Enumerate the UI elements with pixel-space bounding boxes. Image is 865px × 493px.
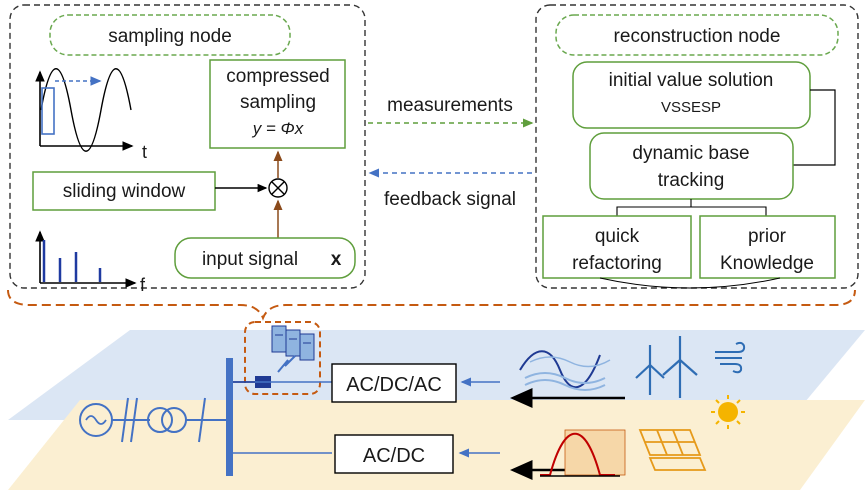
sliding-window-box bbox=[32, 171, 216, 211]
sampling-node-panel bbox=[9, 4, 366, 289]
measurements-label: measurements bbox=[387, 95, 513, 116]
wireless-bolt-icon bbox=[277, 355, 296, 373]
sampling-node-title: sampling node bbox=[108, 26, 232, 47]
converter-top-label: AC/DC/AC bbox=[346, 374, 442, 396]
sampling-equation: y = Φx bbox=[252, 119, 304, 138]
initial-value-line1: initial value solution bbox=[609, 70, 774, 91]
multiplier-symbol bbox=[268, 178, 288, 198]
server-icon bbox=[271, 325, 315, 361]
bus-bar bbox=[226, 358, 233, 476]
prior-line1: prior bbox=[748, 226, 787, 247]
zoom-bracket bbox=[7, 289, 856, 321]
reconstruction-node-title-box bbox=[555, 14, 839, 56]
input-signal-symbol: x bbox=[331, 249, 342, 270]
tree-connector-right bbox=[691, 206, 767, 216]
wind-wave-icon bbox=[519, 350, 611, 391]
time-signal-plot: t bbox=[35, 68, 147, 162]
reconstruction-node-panel bbox=[535, 4, 859, 289]
transformer-icon bbox=[112, 397, 226, 443]
feedback-loop-line bbox=[793, 89, 836, 166]
input-signal-label: input signal bbox=[202, 249, 298, 270]
input-signal-box bbox=[174, 237, 356, 279]
spectrum-plot: f bbox=[35, 230, 146, 295]
solar-curve-icon bbox=[540, 429, 626, 477]
compressed-sampling-line1: compressed bbox=[226, 66, 330, 87]
prior-knowledge-box bbox=[699, 215, 836, 279]
boxes-link-curve bbox=[599, 277, 781, 289]
reconstruction-node-title: reconstruction node bbox=[614, 26, 781, 47]
initial-value-box bbox=[572, 61, 811, 129]
feedback-label: feedback signal bbox=[384, 189, 516, 210]
sampling-node-title-box bbox=[49, 14, 291, 56]
quick-line1: quick bbox=[595, 226, 640, 247]
axis-t-label: t bbox=[142, 142, 147, 162]
sun-icon bbox=[711, 395, 745, 429]
dynamic-base-line2: tracking bbox=[658, 170, 725, 191]
wind-turbine-icon bbox=[635, 336, 698, 398]
tree-connector bbox=[616, 199, 692, 216]
wind-gust-icon bbox=[715, 341, 746, 374]
sliding-window-label: sliding window bbox=[63, 181, 186, 202]
compressed-sampling-box bbox=[209, 59, 346, 149]
dynamic-base-line1: dynamic base bbox=[632, 143, 749, 164]
prior-line2: Knowledge bbox=[720, 253, 814, 274]
compressed-sampling-line2: sampling bbox=[240, 92, 316, 113]
initial-value-line2: VSSESP bbox=[661, 99, 721, 116]
solar-panel-icon bbox=[638, 429, 707, 471]
quick-line2: refactoring bbox=[572, 253, 662, 274]
quick-refactoring-box bbox=[542, 215, 692, 279]
converter-bottom-label: AC/DC bbox=[363, 445, 425, 467]
axis-f-label: f bbox=[140, 275, 146, 295]
sensor-inset bbox=[244, 321, 321, 395]
converter-bottom-box bbox=[334, 434, 454, 474]
converter-top-box bbox=[331, 363, 457, 403]
